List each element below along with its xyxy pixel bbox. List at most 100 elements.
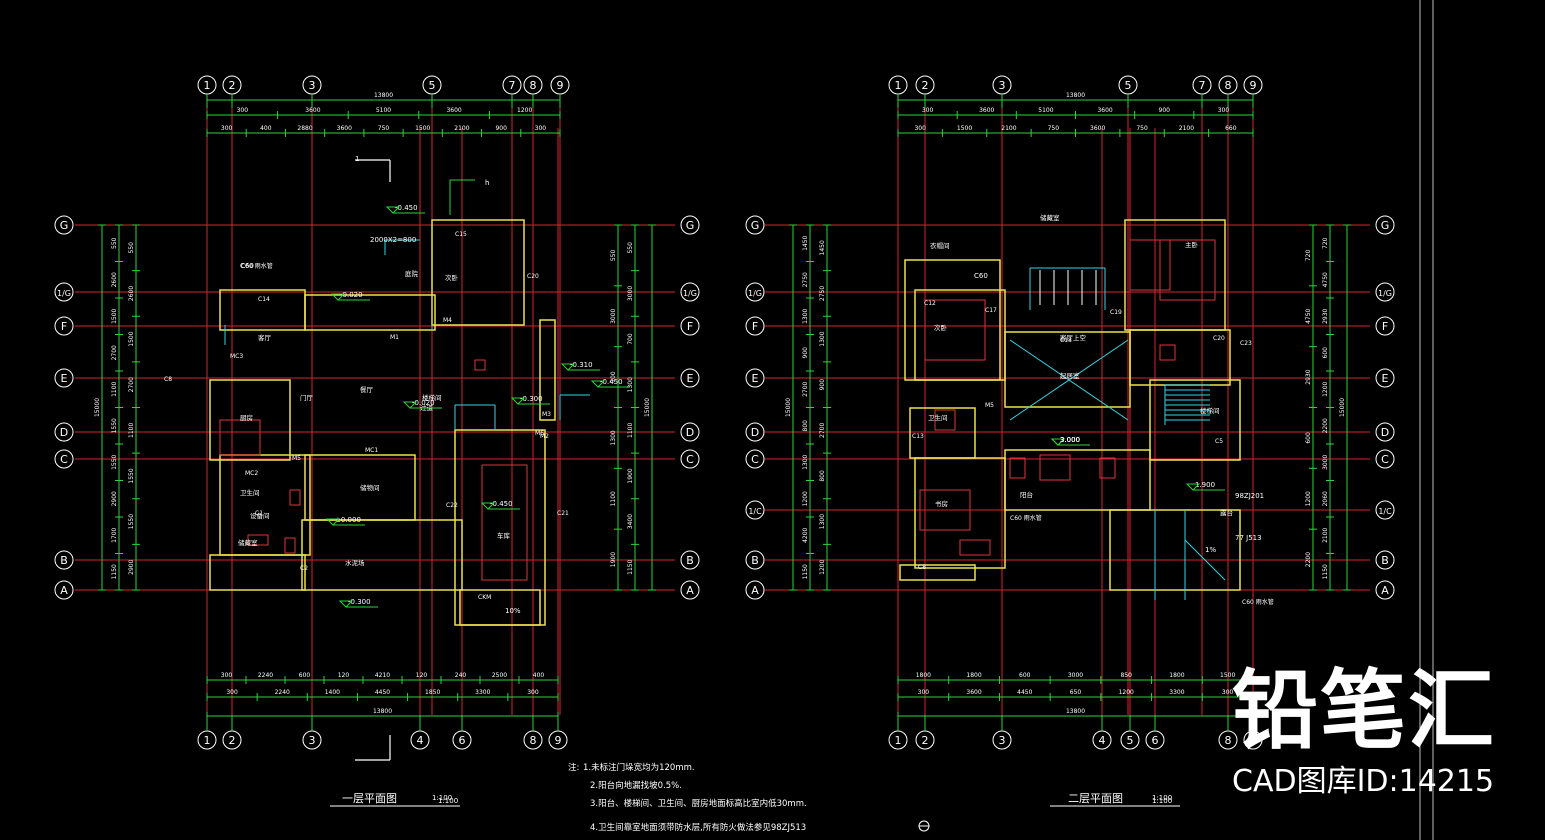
room-label: 露台 (1220, 508, 1233, 517)
axis-bubble-bottom-label: 3 (309, 734, 316, 747)
room-label: 储藏室 (238, 538, 258, 547)
dim-right-2-label: 600 (1305, 432, 1312, 444)
axis-bubble-left-circle (54, 368, 74, 388)
axis-bubble-left-label: A (751, 584, 759, 597)
dim-bottom-1-label: 850 (1120, 672, 1132, 679)
level-triangle (590, 380, 606, 388)
dim-left-1-label: 2700 (802, 381, 809, 396)
dim-bottom-2-label: 300 (226, 689, 238, 696)
axis-bubble-top-label: 3 (999, 79, 1006, 92)
dim-top-1-label: 300 (1218, 107, 1230, 114)
dim-bottom-2-label: 3600 (966, 689, 981, 696)
axis-bubble-right-circle (1375, 316, 1395, 336)
door-window-label: C12 (924, 300, 936, 307)
level-mark: ±0.000 (335, 516, 361, 524)
dim-right-2-label: 700 (610, 371, 617, 383)
axis-bubble-top-label: 8 (530, 79, 537, 92)
axis-bubble-top-label: 1 (895, 79, 902, 92)
axis-bubble-left-label: D (60, 426, 68, 439)
level-mark: -0.310 (570, 361, 593, 369)
plan1-title: 一层平面图 (342, 792, 397, 805)
dim-left-1-label: 800 (802, 420, 809, 432)
dim-bottom-1-label: 240 (455, 672, 467, 679)
axis-bubble-right-circle (680, 215, 700, 235)
axis-bubble-bottom-label: 9 (555, 734, 562, 747)
axis-bubble-top-label: 9 (557, 79, 564, 92)
axis-bubble-right-circle (1375, 500, 1395, 520)
axis-bubble-left-circle (54, 550, 74, 570)
axis-bubble-right-circle (1375, 422, 1395, 442)
door-window-label: C23 (1240, 340, 1252, 347)
fixture (1159, 239, 1216, 301)
wall (1109, 509, 1241, 591)
annotation: 2000X2=800 (370, 236, 416, 244)
door-window-label: C5 (1215, 438, 1223, 445)
wall (1149, 379, 1241, 461)
axis-bubble-left-circle (745, 500, 765, 520)
dim-top-2-label: 750 (1048, 125, 1060, 132)
dim-top-2-label: 300 (914, 125, 926, 132)
door-window-label: C2 (300, 565, 308, 572)
axis-bubble-bottom-label: 9 (1250, 734, 1257, 747)
axis-bubble-left-circle (745, 316, 765, 336)
door-window-label: C20 (527, 273, 539, 280)
dim-left-2-label: 2600 (128, 286, 135, 301)
axis-bubble-left-label: B (60, 554, 68, 567)
axis-bubble-top-label: 7 (509, 79, 516, 92)
dim-bottom-1-label: 600 (1019, 672, 1031, 679)
dim-bottom-2-label: 4450 (375, 689, 390, 696)
fixture (919, 489, 971, 531)
door-window-label: C15 (455, 231, 467, 238)
axis-bubble-bottom-label: 5 (1127, 734, 1134, 747)
dim-right-1-label: 1200 (1322, 381, 1329, 396)
dim-bottom-1-label: 600 (299, 672, 311, 679)
axis-bubble-right-label: G (686, 219, 695, 232)
door-window-label: C22 (446, 502, 458, 509)
dim-bottom-1-label: 4210 (375, 672, 390, 679)
axis-bubble-right-label: E (1382, 372, 1389, 385)
dim-overall-right-label: 15000 (1339, 398, 1346, 417)
dim-right-1-label: 2100 (1322, 527, 1329, 542)
door-window-label: C60 雨水管 (1242, 598, 1274, 606)
dim-left-1-label: 2600 (111, 272, 118, 287)
dim-left-1-label: 2750 (802, 272, 809, 287)
dim-bottom-1-label: 1500 (1220, 672, 1235, 679)
axis-bubble-left-circle (745, 449, 765, 469)
door-window-label: CKM (478, 594, 491, 601)
annotation: 10% (505, 607, 521, 615)
dim-right-2-label: 4750 (1305, 308, 1312, 323)
level-mark: -0.300 (348, 598, 371, 606)
axis-bubble-left-circle (54, 580, 74, 600)
dim-right-2-label: 550 (610, 250, 617, 262)
dim-top-1-label: 3600 (446, 107, 461, 114)
level-triangle (1050, 438, 1066, 446)
dim-left-1-label: 1700 (111, 527, 118, 542)
dim-right-1-label: 3400 (627, 514, 634, 529)
dim-bottom-2-label: 1200 (1119, 689, 1134, 696)
axis-bubble-top-label: 7 (1199, 79, 1206, 92)
door-window-label: C17 (985, 307, 997, 314)
axis-bubble-bottom-label: 4 (1099, 734, 1106, 747)
dim-left-1-label: 1550 (111, 454, 118, 469)
dim-right-1-label: 2930 (1322, 308, 1329, 323)
door-window-label: MC3 (230, 353, 243, 360)
plan2-scale: 1:100 (1152, 797, 1172, 805)
door-window-label: M5 (985, 402, 994, 409)
dim-left-2-label: 1550 (128, 468, 135, 483)
dim-right-1-label: 4750 (1322, 272, 1329, 287)
axis-bubble-bottom-label: 8 (1225, 734, 1232, 747)
axis-bubble-top-label: 3 (309, 79, 316, 92)
axis-bubble-left-label: B (751, 554, 759, 567)
dim-bottom-1-label: 2240 (258, 672, 273, 679)
dim-right-1-label: 3000 (627, 286, 634, 301)
axis-bubble-left-label: E (61, 372, 68, 385)
notes-title: 注: (568, 762, 579, 773)
dim-top-2-label: 1500 (957, 125, 972, 132)
room-label: 客厅 (258, 333, 272, 342)
dim-left-1-label: 1300 (802, 308, 809, 323)
dim-top-1-label: 3600 (979, 107, 994, 114)
annotation: 3.000 (1060, 436, 1080, 444)
fixture (219, 419, 261, 456)
axis-bubble-left-circle (745, 580, 765, 600)
